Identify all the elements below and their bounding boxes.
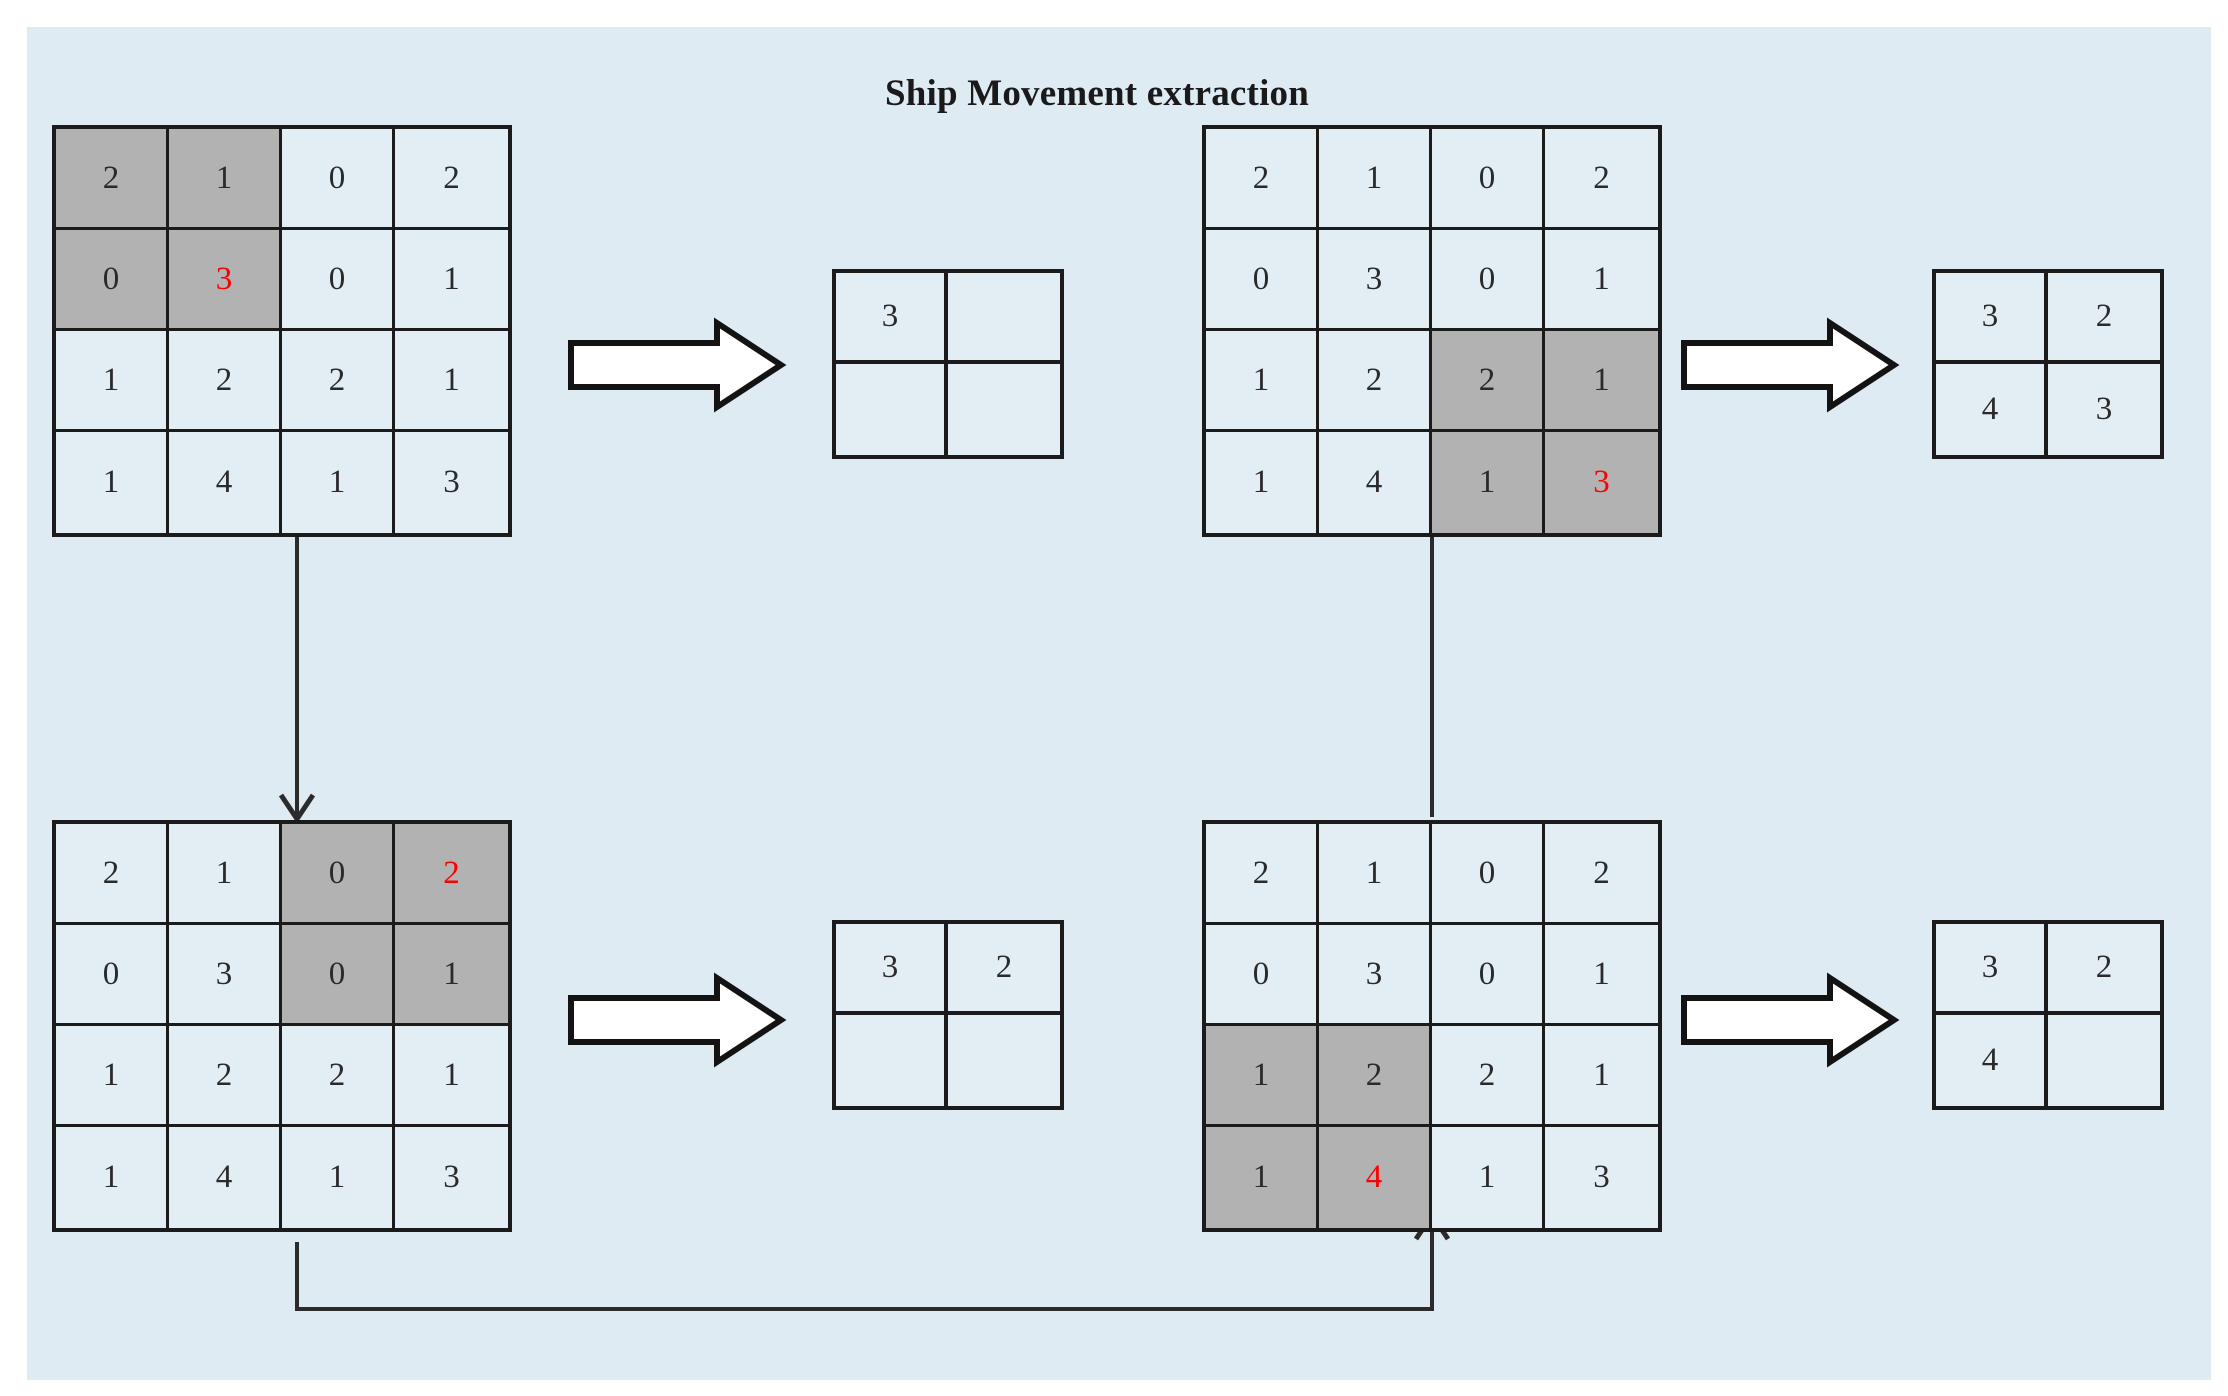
matrix-cell: 3 (1545, 1127, 1658, 1228)
matrix-cell: 2 (56, 129, 169, 230)
result-cell: 4 (1936, 1015, 2048, 1106)
matrix-cell: 4 (1319, 432, 1432, 533)
matrix-cell: 1 (1545, 230, 1658, 331)
matrix-cell: 1 (1432, 432, 1545, 533)
matrix-cell: 1 (1206, 432, 1319, 533)
result-cell: 2 (2048, 273, 2160, 364)
matrix-cell: 3 (395, 432, 508, 533)
matrix-cell: 0 (1206, 230, 1319, 331)
result-cell: 2 (2048, 924, 2160, 1015)
matrix-cell: 0 (1432, 925, 1545, 1026)
matrix-cell: 2 (56, 824, 169, 925)
matrix-cell: 1 (1206, 331, 1319, 432)
matrix-cell: 1 (282, 1127, 395, 1228)
matrix-cell: 3 (169, 230, 282, 331)
matrix-cell: 1 (282, 432, 395, 533)
matrix-cell: 1 (395, 925, 508, 1026)
result-grid-top-left: 3 (832, 269, 1064, 459)
matrix-cell: 0 (56, 230, 169, 331)
matrix-cell: 2 (1432, 1026, 1545, 1127)
matrix-cell: 3 (395, 1127, 508, 1228)
extract-arrow-top-left (567, 317, 787, 413)
matrix-cell: 4 (1319, 1127, 1432, 1228)
matrix-cell: 2 (1545, 824, 1658, 925)
extract-arrow-bottom-left (567, 972, 787, 1068)
matrix-cell: 0 (282, 925, 395, 1026)
result-cell: 3 (836, 273, 948, 364)
matrix-cell: 1 (395, 331, 508, 432)
matrix-cell: 0 (1432, 129, 1545, 230)
matrix-cell: 1 (1206, 1026, 1319, 1127)
matrix-cell: 4 (169, 1127, 282, 1228)
matrix-cell: 2 (169, 331, 282, 432)
matrix-cell: 0 (1432, 824, 1545, 925)
result-cell (948, 1015, 1060, 1106)
matrix-cell: 3 (169, 925, 282, 1026)
matrix-cell: 1 (56, 432, 169, 533)
matrix-cell: 1 (56, 331, 169, 432)
matrix-cell: 1 (395, 1026, 508, 1127)
result-cell (836, 364, 948, 455)
matrix-cell: 2 (169, 1026, 282, 1127)
matrix-cell: 0 (282, 824, 395, 925)
matrix-cell: 1 (169, 824, 282, 925)
matrix-cell: 0 (1206, 925, 1319, 1026)
matrix-cell: 0 (282, 230, 395, 331)
matrix-cell: 3 (1545, 432, 1658, 533)
matrix-cell: 2 (282, 331, 395, 432)
matrix-cell: 3 (1319, 925, 1432, 1026)
matrix-cell: 1 (1206, 1127, 1319, 1228)
matrix-cell: 0 (1432, 230, 1545, 331)
result-cell: 2 (948, 924, 1060, 1015)
matrix-cell: 1 (56, 1127, 169, 1228)
matrix-cell: 2 (1545, 129, 1658, 230)
matrix-cell: 0 (56, 925, 169, 1026)
result-cell (2048, 1015, 2160, 1106)
matrix-cell: 1 (1545, 1026, 1658, 1127)
matrix-cell: 1 (1545, 331, 1658, 432)
result-cell: 3 (1936, 273, 2048, 364)
result-cell: 3 (836, 924, 948, 1015)
matrix-cell: 2 (1319, 1026, 1432, 1127)
matrix-cell: 2 (1432, 331, 1545, 432)
extract-arrow-top-right (1680, 317, 1900, 413)
matrix-cell: 1 (1319, 824, 1432, 925)
matrix-cell: 2 (395, 824, 508, 925)
result-cell (948, 273, 1060, 364)
matrix-cell: 4 (169, 432, 282, 533)
result-cell (836, 1015, 948, 1106)
result-cell: 3 (1936, 924, 2048, 1015)
page-title: Ship Movement extraction (884, 73, 1310, 114)
matrix-cell: 1 (56, 1026, 169, 1127)
result-cell (948, 364, 1060, 455)
matrix-cell: 2 (1206, 824, 1319, 925)
matrix-cell: 2 (1206, 129, 1319, 230)
matrix-cell: 0 (282, 129, 395, 230)
matrix-cell: 1 (1545, 925, 1658, 1026)
matrix-cell: 2 (1319, 331, 1432, 432)
extract-arrow-bottom-right (1680, 972, 1900, 1068)
matrix-cell: 1 (169, 129, 282, 230)
matrix-cell: 2 (395, 129, 508, 230)
matrix-cell: 3 (1319, 230, 1432, 331)
matrix-cell: 2 (282, 1026, 395, 1127)
result-cell: 3 (2048, 364, 2160, 455)
matrix-cell: 1 (1319, 129, 1432, 230)
result-cell: 4 (1936, 364, 2048, 455)
matrix-cell: 1 (395, 230, 508, 331)
matrix-cell: 1 (1432, 1127, 1545, 1228)
